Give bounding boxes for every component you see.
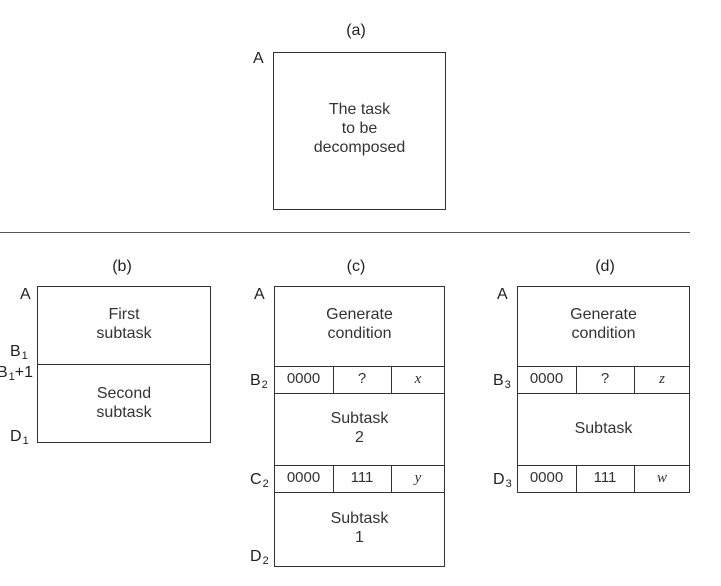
panel-d-row1-bottom [517,393,690,394]
panel-c-row2-code: 0000 [286,469,321,486]
panel-c-label-a: A [254,286,265,303]
panel-d-caption: (d) [595,258,615,275]
panel-b-label-a: A [20,286,31,303]
subtask-1-line-2: 1 [355,529,364,546]
panel-c-row1-bottom [274,393,445,394]
panel-c-row2-condition: 111 [350,469,374,486]
task-text-line-2: to be [341,120,378,137]
panel-d-row2-sep-2 [634,465,635,492]
panel-d-row2-sep-1 [576,465,577,492]
panel-d-row1-sep-1 [576,366,577,393]
task-text-line-3: decomposed [313,139,406,156]
panel-d-row2-dest: w [656,470,667,486]
panel-c-row2-dest: y [414,470,422,486]
panel-d-subtask: Subtask [574,420,633,437]
panel-d-box [517,286,690,493]
first-subtask-line-2: subtask [96,325,152,342]
panel-c-label-c2: C2 [250,471,269,490]
subtask-1-line-1: Subtask [330,510,389,527]
panel-a-label-a: A [253,50,264,67]
panel-c-label-b2: B2 [250,372,268,391]
panel-a-caption: (a) [346,22,366,39]
panel-c-label-d2: D2 [250,548,269,567]
subtask-2-line-1: Subtask [330,410,389,427]
panel-c-box [274,286,445,567]
first-subtask-line-1: First [108,306,140,323]
task-text-line-1: The task [328,101,391,118]
panel-c-row1-top [274,366,445,367]
panel-c-caption: (c) [346,258,366,275]
second-subtask-line-1: Second [96,385,152,402]
panel-c-generate-line-1: Generate [326,306,393,323]
panel-d-label-a: A [497,286,508,303]
panel-d-row2-code: 0000 [529,469,564,486]
panel-d-row1-top [517,366,690,367]
panel-d-label-d3: D3 [493,471,512,490]
subtask-2-line-2: 2 [355,429,364,446]
panel-d-label-b3: B3 [493,372,511,391]
panel-d-row1-dest: z [659,371,665,387]
panel-c-row2-sep-1 [333,465,334,492]
panel-b-label-b1-plus-1: B1+1 [0,364,34,383]
panel-c-row1-dest: x [414,371,422,387]
panel-b-caption: (b) [112,258,132,275]
panel-d-generate-line-2: condition [571,325,636,342]
panel-c-row1-sep-2 [391,366,392,393]
panel-c-row1-code: 0000 [286,370,321,387]
panel-d-row1-code: 0000 [529,370,564,387]
panel-d-row2-top [517,465,690,466]
panel-c-generate-line-2: condition [327,325,392,342]
panel-b-label-b1: B1 [10,343,28,362]
panel-c-row2-sep-2 [391,465,392,492]
section-divider [0,232,690,233]
panel-b-label-d1: D1 [10,428,29,447]
panel-c-row2-top [274,465,445,466]
panel-d-row1-condition: ? [600,370,610,387]
second-subtask-line-2: subtask [96,404,152,421]
panel-d-row2-condition: 111 [593,469,617,486]
panel-d-generate-line-1: Generate [570,306,637,323]
panel-c-row1-condition: ? [357,370,367,387]
panel-b-split-line [37,364,211,365]
panel-c-row1-sep-1 [333,366,334,393]
task-box [273,52,446,210]
panel-c-row2-bottom [274,492,445,493]
panel-d-row1-sep-2 [634,366,635,393]
